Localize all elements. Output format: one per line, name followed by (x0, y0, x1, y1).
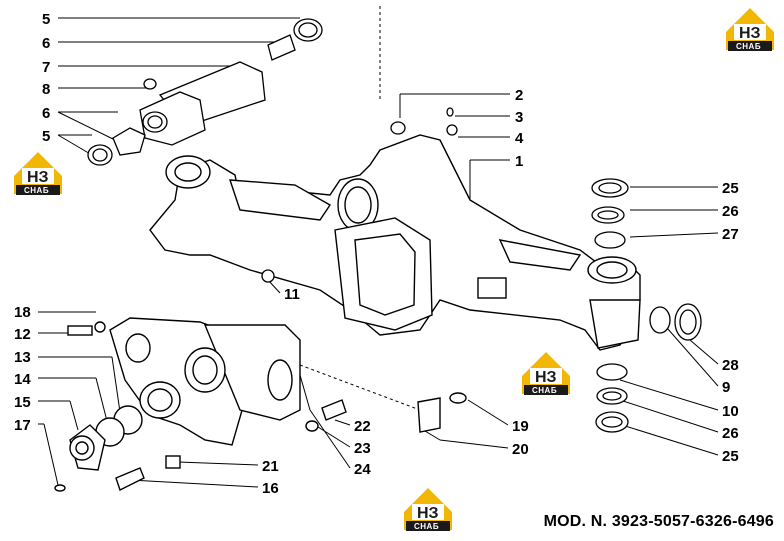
svg-text:НЗ: НЗ (535, 369, 557, 386)
callout-2: 2 (515, 87, 523, 104)
axle-housing (149, 134, 641, 351)
kingpin-parts-top (87, 18, 458, 283)
callout-9: 9 (722, 379, 730, 396)
callout-13: 13 (14, 349, 31, 366)
svg-text:НЗ: НЗ (27, 169, 49, 186)
callout-28: 28 (722, 357, 739, 374)
callout-3: 3 (515, 109, 523, 126)
swivel-housing (54, 317, 467, 492)
watermark-logo-left: НЗ СНАБ (14, 152, 62, 195)
svg-text:НЗ: НЗ (739, 25, 761, 42)
callout-7: 7 (42, 59, 50, 76)
callout-23: 23 (354, 440, 371, 457)
callout-25: 25 (722, 180, 739, 197)
svg-text:НЗ: НЗ (417, 505, 439, 522)
callout-8: 8 (42, 81, 50, 98)
callout-18: 18 (14, 304, 31, 321)
callout-16: 16 (262, 480, 279, 497)
callout-26b: 26 (722, 425, 739, 442)
callout-26: 26 (722, 203, 739, 220)
watermark-logo-center-right: НЗ СНАБ (522, 352, 570, 395)
callout-17: 17 (14, 417, 31, 434)
callout-6: 6 (42, 35, 50, 52)
kingpin-parts-right (591, 178, 702, 433)
model-number: MOD. N. 3923-5057-6326-6496 (543, 513, 774, 530)
svg-text:СНАБ: СНАБ (736, 42, 761, 51)
svg-text:СНАБ: СНАБ (24, 186, 49, 195)
watermark-logo-top-right: НЗ СНАБ (726, 8, 774, 51)
callout-20: 20 (512, 441, 529, 458)
callout-15: 15 (14, 394, 31, 411)
callout-10: 10 (722, 403, 739, 420)
leader-lines (38, 6, 719, 488)
callout-25b: 25 (722, 448, 739, 465)
callout-labels: 5 6 7 8 6 5 2 3 4 1 25 26 27 11 18 12 13… (14, 11, 739, 497)
callout-12: 12 (14, 326, 31, 343)
callout-24: 24 (354, 461, 371, 478)
callout-11: 11 (284, 286, 300, 303)
watermark-logo-bottom: НЗ СНАБ (404, 488, 452, 531)
svg-text:СНАБ: СНАБ (414, 522, 439, 531)
callout-1: 1 (515, 153, 523, 170)
callout-19: 19 (512, 418, 529, 435)
svg-text:СНАБ: СНАБ (532, 386, 557, 395)
callout-14: 14 (14, 371, 31, 388)
callout-21: 21 (262, 458, 279, 475)
callout-4: 4 (515, 130, 524, 147)
callout-27: 27 (722, 226, 739, 243)
callout-5: 5 (42, 11, 50, 28)
callout-22: 22 (354, 418, 371, 435)
callout-5b: 5 (42, 128, 50, 145)
callout-6b: 6 (42, 105, 50, 122)
